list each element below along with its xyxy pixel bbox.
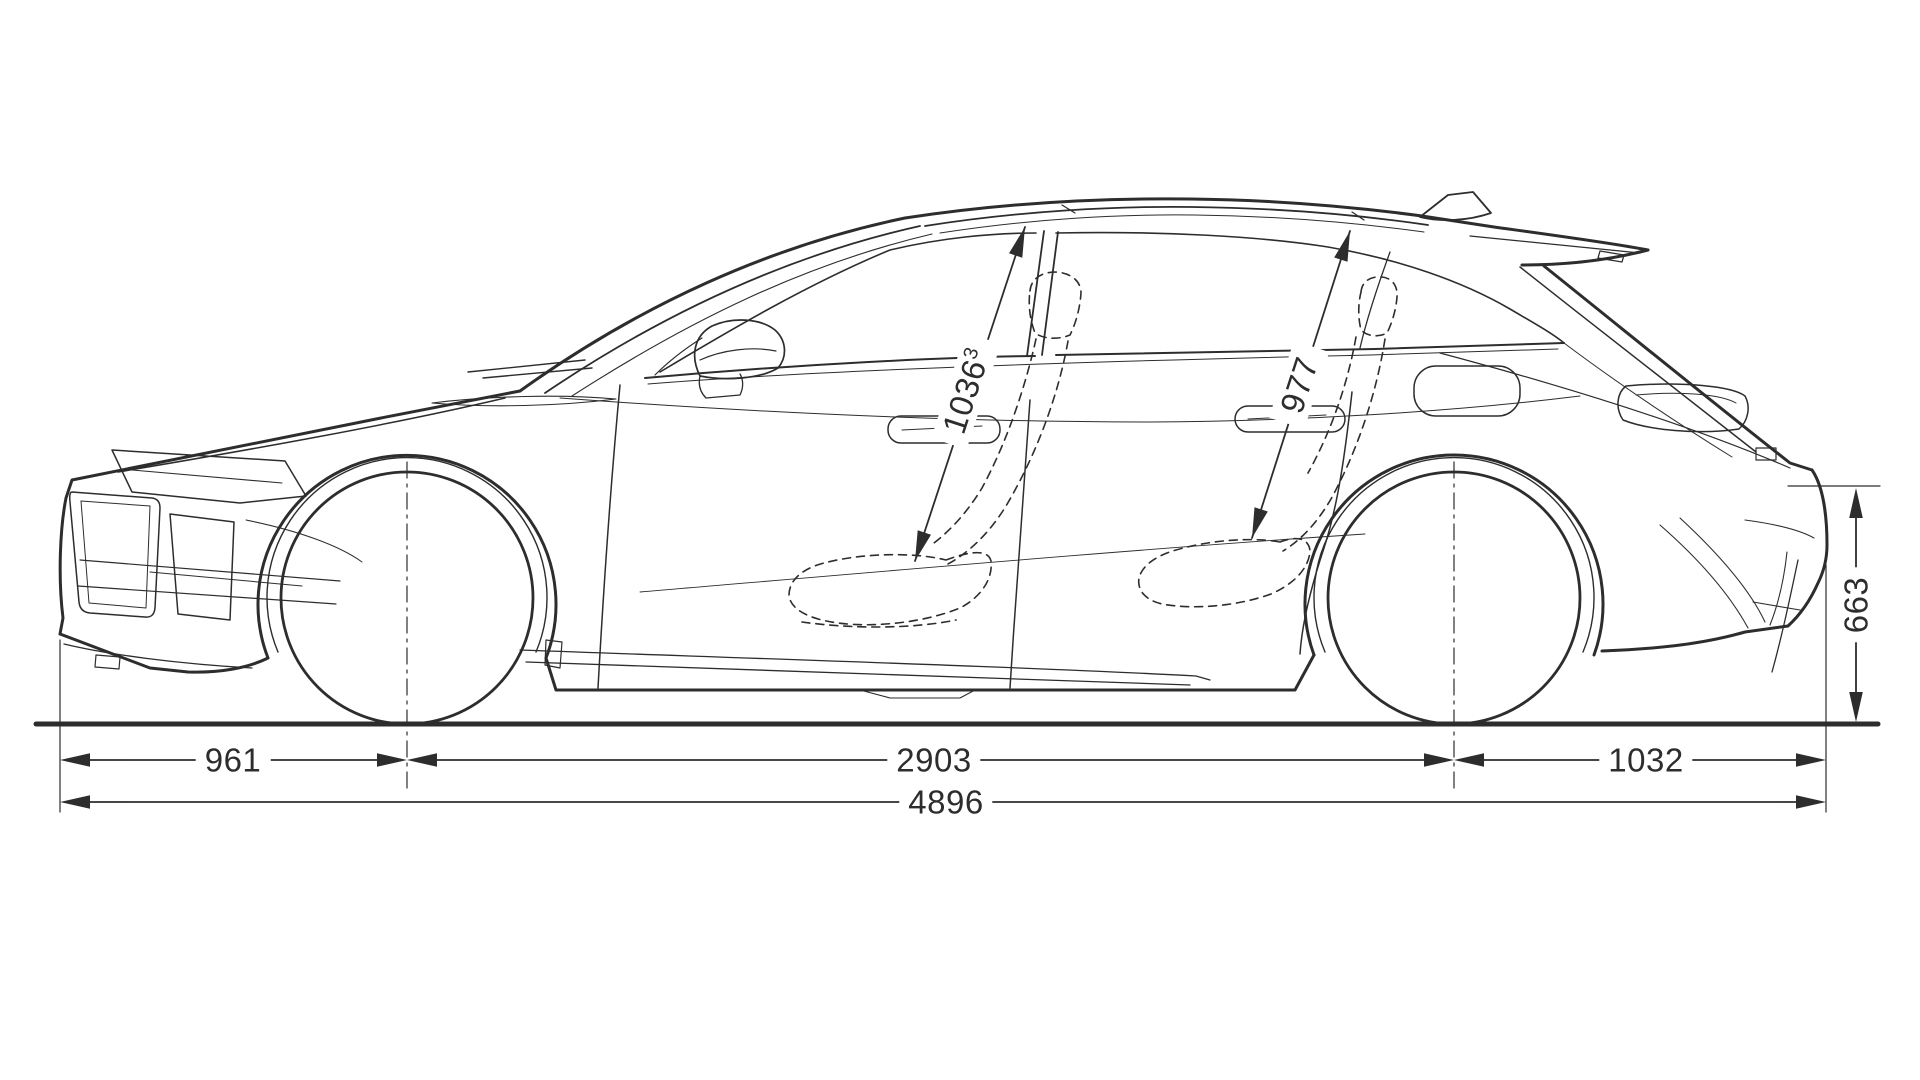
side-mirror (693, 319, 786, 399)
front-fascia (63, 397, 563, 670)
glasshouse (544, 204, 1757, 458)
dim-rear-height-label: 663 (1836, 567, 1876, 643)
rs-badge (1755, 447, 1777, 461)
dim-rear-overhang-label: 1032 (1599, 740, 1693, 780)
fuel-door (1413, 365, 1521, 417)
rear-details (1413, 365, 1815, 673)
front-seat-outline (788, 271, 1082, 628)
body-creases (431, 352, 1791, 593)
windshield-wiper (467, 359, 593, 379)
side-skirt (519, 649, 1211, 699)
dim-front-overhang-label: 961 (195, 740, 271, 780)
dim-overall-length-label: 4896 (899, 782, 993, 822)
antenna-fin (1419, 191, 1492, 221)
roof-spoiler (1469, 235, 1641, 263)
car-body (58, 191, 1829, 726)
rear-seat-outline (1137, 276, 1398, 608)
door-seams (597, 384, 1353, 689)
dim-wheelbase-label: 2903 (887, 740, 981, 780)
